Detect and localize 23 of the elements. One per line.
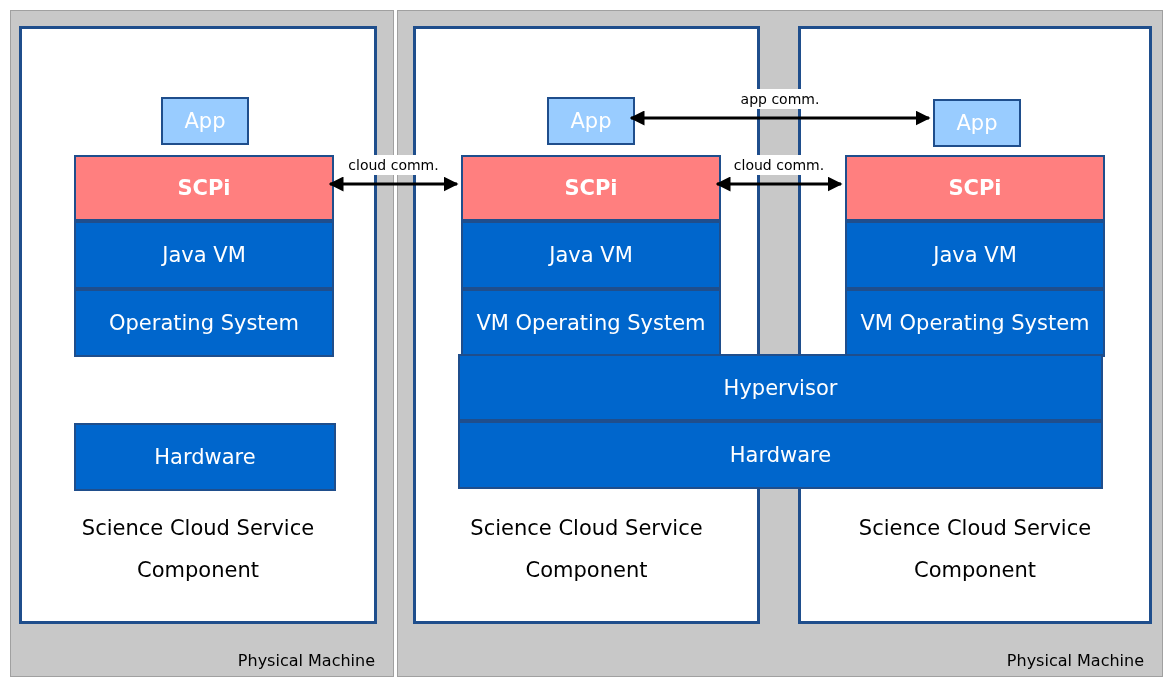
layer-box: Operating System	[74, 289, 334, 357]
double-arrow	[715, 176, 843, 192]
platform-layer: SCPi	[845, 155, 1105, 221]
layer-box: Java VM	[845, 221, 1105, 289]
layer-box: Hardware	[74, 423, 336, 491]
app-box: App	[161, 97, 249, 145]
platform-layer: SCPi	[461, 155, 721, 221]
app-box: App	[547, 97, 635, 145]
layer-box: VM Operating System	[845, 289, 1105, 357]
layer-box: Java VM	[74, 221, 334, 289]
double-arrow	[629, 110, 931, 126]
machine-label: Physical Machine	[237, 651, 375, 670]
platform-layer: SCPi	[74, 155, 334, 221]
component-label: Science Cloud Service Component	[80, 515, 316, 584]
double-arrow	[328, 176, 459, 192]
component-label: Science Cloud Service Component	[469, 515, 704, 584]
layer-box: Hardware	[458, 421, 1103, 489]
app-box: App	[933, 99, 1021, 147]
machine-label: Physical Machine	[1006, 651, 1144, 670]
layer-box: VM Operating System	[461, 289, 721, 357]
component-label: Science Cloud Service Component	[857, 515, 1093, 584]
layer-box: Hypervisor	[458, 354, 1103, 421]
layer-box: Java VM	[461, 221, 721, 289]
